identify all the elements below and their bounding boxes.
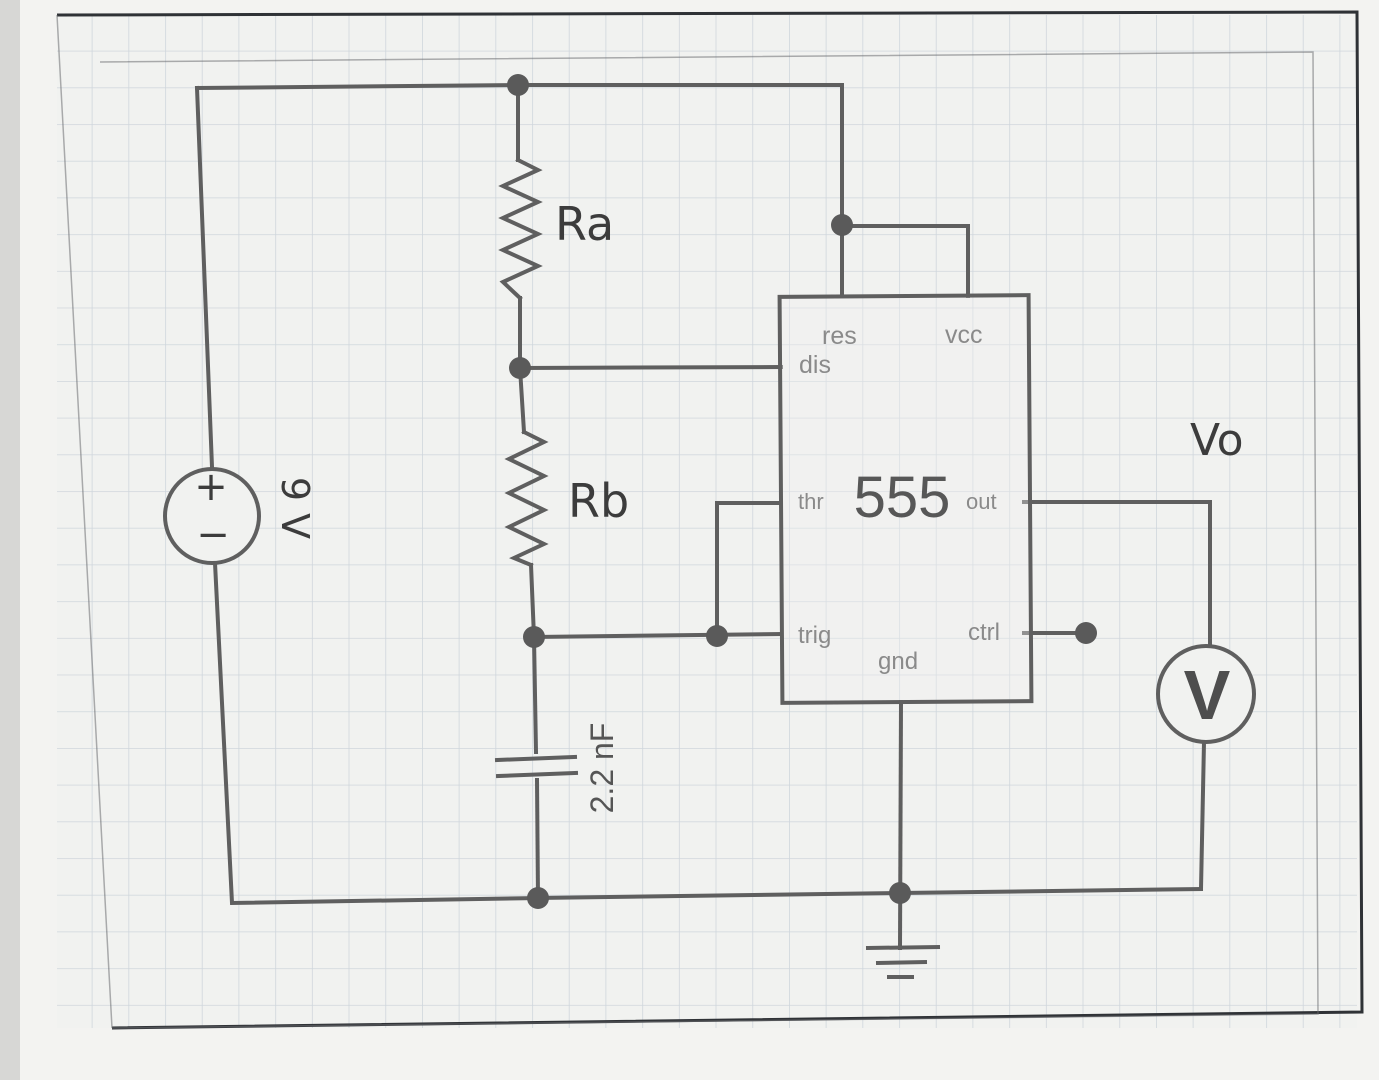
wire-source-top — [194, 85, 215, 470]
grid-lines — [57, 15, 1357, 1028]
wire-source-bottom — [212, 560, 541, 906]
label-source-voltage: 9 V — [273, 477, 317, 539]
label-rb: Rb — [568, 474, 629, 528]
pin-label-out: out — [966, 489, 997, 514]
wire-vcc — [840, 224, 970, 298]
label-555: 555 — [854, 465, 951, 530]
source-minus-sign: − — [196, 512, 230, 558]
resistor-rb — [504, 429, 549, 568]
source-plus-sign: + — [194, 464, 228, 510]
node-discharge — [509, 357, 531, 379]
wires — [194, 83, 1212, 951]
wire-rb-bottom — [528, 562, 537, 640]
pin-label-thr: thr — [798, 489, 824, 514]
wire-trigger — [531, 631, 784, 640]
node-top — [507, 74, 529, 96]
wire-cap-bottom — [534, 777, 541, 901]
capacitor — [494, 754, 579, 779]
label-capacitance: 2.2 nF — [584, 723, 620, 814]
label-vo: Vo — [1190, 415, 1244, 466]
voltmeter-symbol: V — [1184, 656, 1231, 734]
wire-out — [1022, 500, 1212, 647]
voltage-source: + − — [163, 464, 261, 565]
pin-label-ctrl: ctrl — [968, 619, 1000, 646]
pin-label-vcc: vcc — [945, 321, 983, 349]
label-ra: Ra — [555, 197, 614, 251]
inner-frame — [56, 14, 1319, 1029]
resistor-ra — [498, 157, 543, 301]
wire-meter-bottom — [1198, 739, 1207, 892]
node-threshold — [706, 625, 728, 647]
ground-symbol — [865, 944, 941, 979]
node-bottom-left — [527, 887, 549, 909]
wire-threshold — [715, 501, 783, 638]
pin-label-gnd: gnd — [878, 648, 918, 675]
node-ctrl — [1075, 622, 1097, 644]
wire-top-rail — [194, 83, 844, 227]
timer-555-chip — [777, 293, 1034, 705]
junction-nodes — [507, 74, 1097, 909]
voltmeter: V — [1156, 644, 1256, 744]
pin-label-res: res — [822, 322, 857, 350]
wire-cap-top — [531, 634, 539, 755]
node-trigger — [523, 626, 545, 648]
pin-label-dis: dis — [799, 351, 831, 379]
pin-label-trig: trig — [798, 622, 831, 649]
node-res-vcc — [831, 214, 853, 236]
node-ground — [889, 882, 911, 904]
wire-gnd — [897, 699, 904, 951]
wire-discharge — [517, 364, 784, 371]
